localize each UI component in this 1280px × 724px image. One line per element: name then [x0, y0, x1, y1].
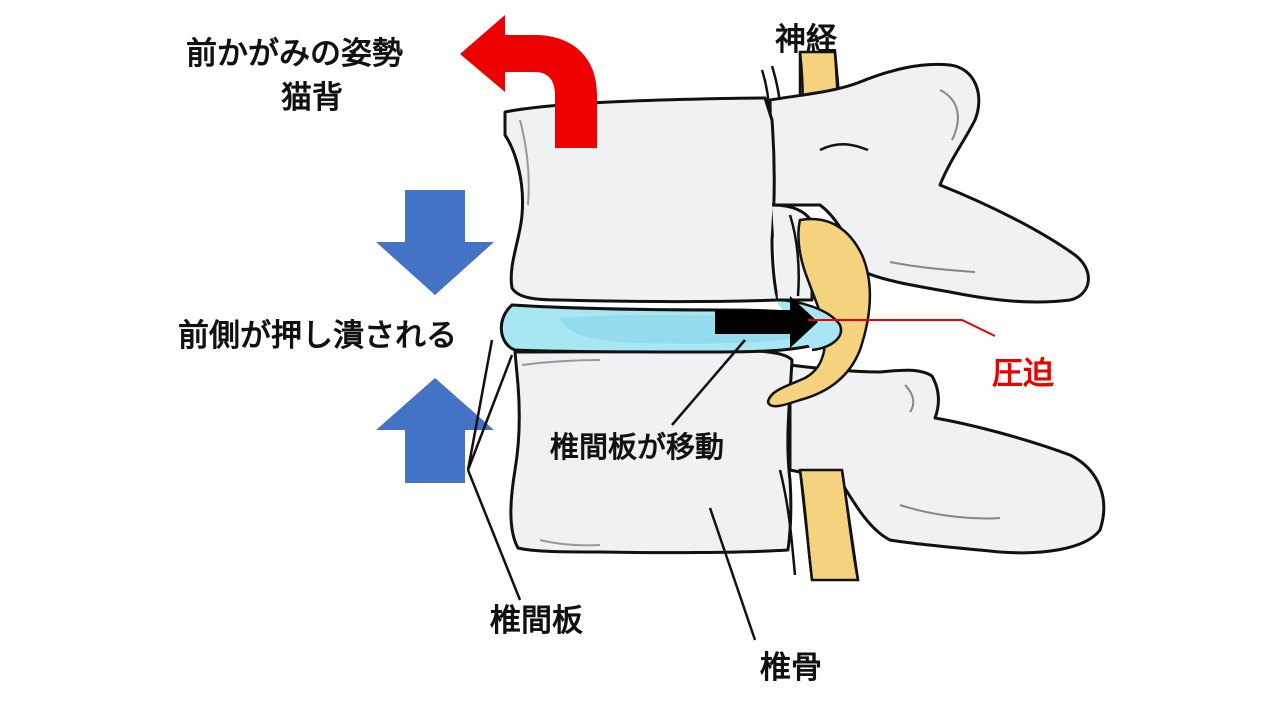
vertebra-label: 椎骨: [760, 650, 822, 686]
lower-vertebra-process-icon: [788, 363, 1106, 555]
curved-arrow-left-icon: [460, 15, 597, 148]
disc-moves-leader-line: [671, 339, 746, 426]
compression-label: 圧迫: [992, 356, 1054, 392]
upper-vertebral-body-icon: [503, 96, 780, 303]
front-crushed-label: 前側が押し潰される: [178, 318, 457, 354]
lower-nerve-roots: [778, 468, 860, 582]
arrow-right-icon: [715, 296, 818, 348]
compression-leader-line: [808, 319, 996, 337]
arrow-down-icon: [376, 190, 494, 295]
arrow-up-icon: [376, 378, 494, 483]
compressed-nerve-icon: [766, 217, 872, 408]
posture-label-line2: 猫背: [281, 80, 343, 116]
vertebra-leader-line: [708, 507, 757, 641]
disc-label: 椎間板: [490, 603, 583, 639]
disc-leader-line: [466, 339, 522, 601]
posture-label-line1: 前かがみの姿勢: [186, 36, 403, 72]
disc-moves-label: 椎間板が移動: [550, 430, 725, 464]
nerve-label: 神経: [775, 22, 837, 58]
